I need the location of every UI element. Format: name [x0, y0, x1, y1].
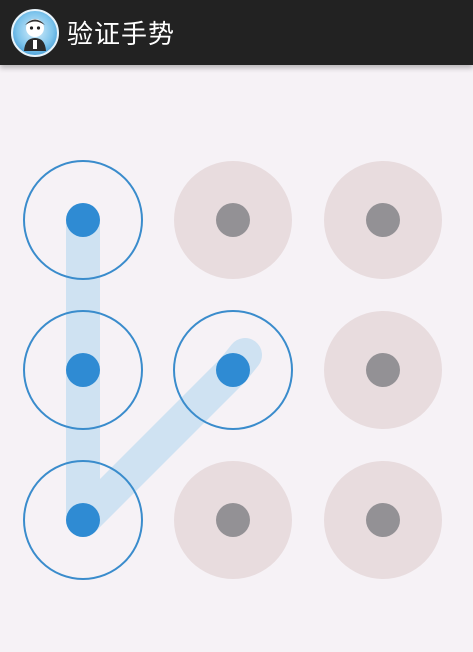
app-avatar-icon[interactable] [11, 8, 59, 57]
gesture-pattern-area[interactable] [0, 65, 473, 652]
pattern-node-ring [23, 160, 143, 280]
pattern-node-dot [216, 353, 250, 387]
page-title: 验证手势 [67, 20, 176, 50]
pattern-node-dot [366, 353, 400, 387]
pattern-node-ring [173, 310, 293, 430]
pattern-node-9[interactable] [324, 461, 442, 579]
pattern-node-ring [23, 460, 143, 580]
pattern-node-6[interactable] [324, 311, 442, 429]
pattern-node-dot [216, 203, 250, 237]
pattern-node-dot [216, 503, 250, 537]
pattern-node-1-selected[interactable] [23, 160, 143, 280]
pattern-node-4-selected[interactable] [23, 310, 143, 430]
pattern-node-3[interactable] [324, 161, 442, 279]
pattern-node-8[interactable] [174, 461, 292, 579]
pattern-node-5-selected[interactable] [173, 310, 293, 430]
pattern-node-dot [66, 203, 100, 237]
pattern-node-dot [66, 353, 100, 387]
pattern-node-dot [366, 203, 400, 237]
pattern-node-dot [66, 503, 100, 537]
pattern-node-7-selected[interactable] [23, 460, 143, 580]
pattern-node-2[interactable] [174, 161, 292, 279]
gesture-pattern-grid[interactable] [0, 65, 473, 652]
action-bar: 验证手势 [0, 0, 473, 65]
pattern-node-ring [23, 310, 143, 430]
pattern-node-dot [366, 503, 400, 537]
